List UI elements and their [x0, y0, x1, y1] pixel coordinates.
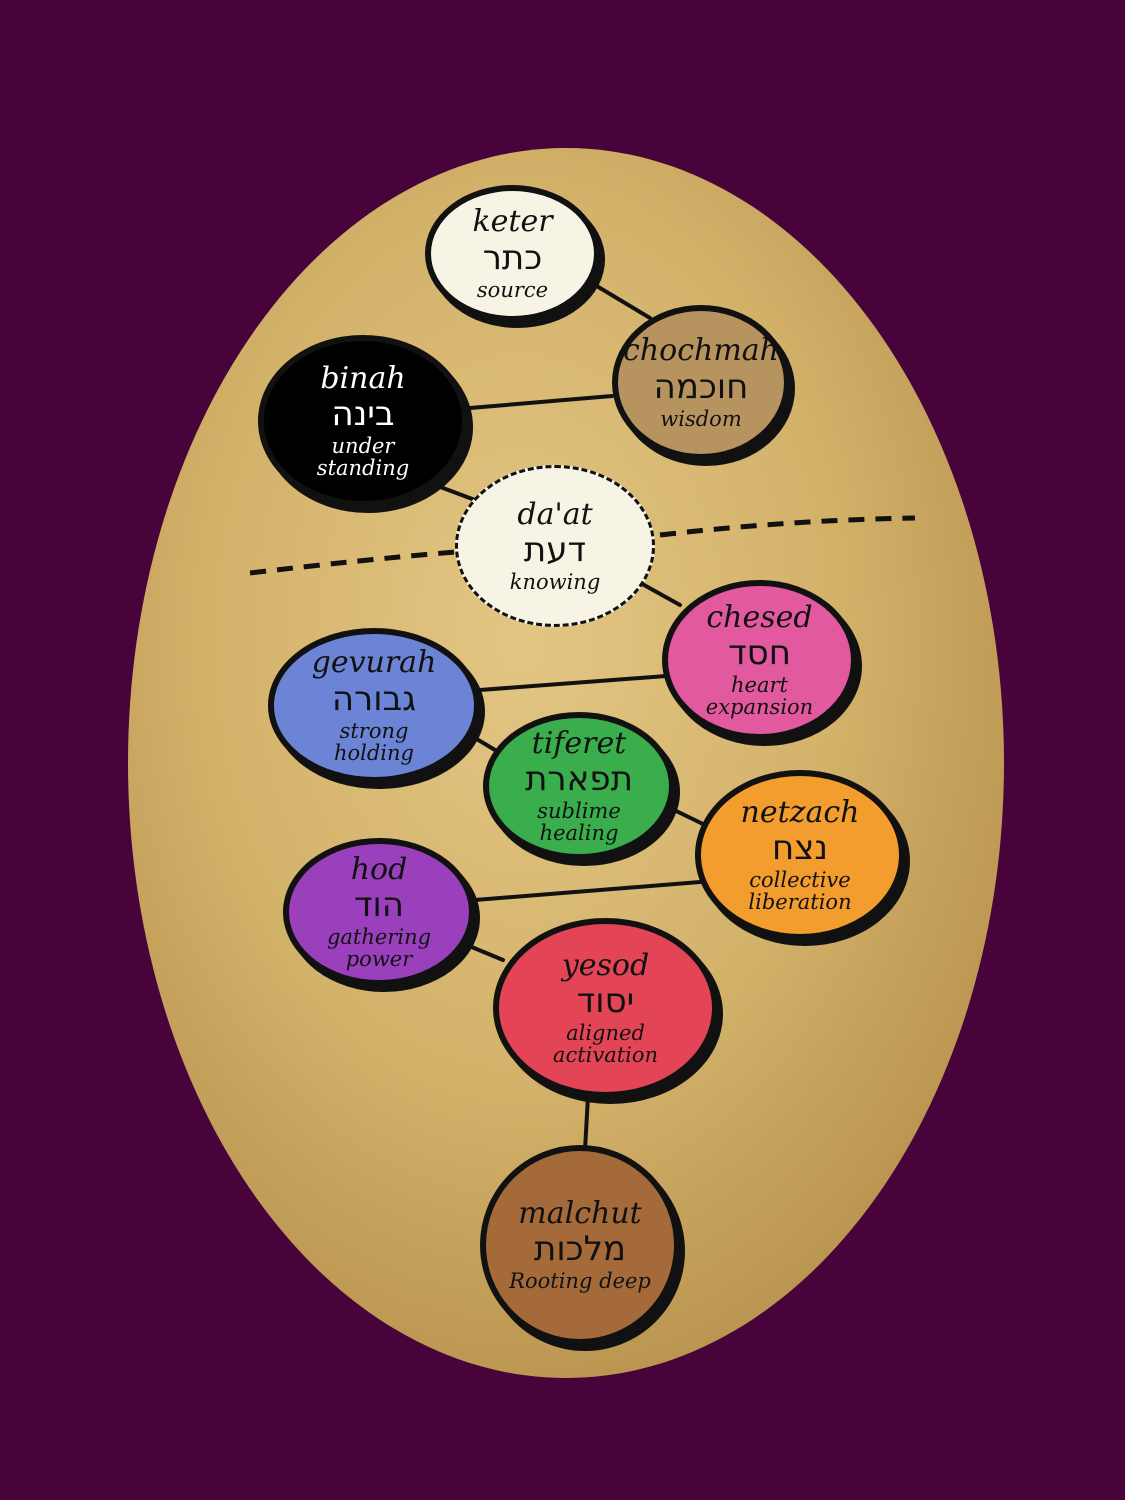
sefira-meaning: wisdom: [660, 406, 742, 431]
sefira-name: gevurah: [311, 645, 437, 681]
sefira-netzach: netzach נצח collective liberation: [695, 770, 905, 940]
sefira-meaning: Rooting deep: [509, 1269, 651, 1294]
sefira-name: binah: [320, 360, 406, 396]
sefira-hebrew: תפארת: [525, 759, 633, 800]
path-hod-yesod: [460, 941, 505, 962]
abyss-dashed-line: [249, 515, 916, 576]
path-yesod-malchut: [583, 1094, 590, 1152]
sefira-meaning: strong holding: [333, 718, 414, 765]
sefira-hebrew: יסוד: [576, 981, 635, 1022]
sefira-meaning: source: [476, 277, 549, 302]
sefira-name: malchut: [518, 1195, 642, 1231]
sefira-binah: binah בינה under standing: [258, 335, 468, 507]
sefira-name: chochmah: [623, 333, 779, 369]
sefira-hebrew: בינה: [331, 394, 395, 435]
path-gevurah-tiferet: [468, 733, 497, 752]
sefira-yesod: yesod יסוד aligned activation: [493, 918, 718, 1098]
sefira-meaning: gathering power: [326, 925, 432, 972]
sefira-name: netzach: [740, 794, 860, 830]
sefira-meaning: sublime healing: [537, 799, 621, 846]
sefira-meaning: aligned activation: [552, 1021, 659, 1068]
sefira-name: da'at: [517, 496, 593, 532]
sefira-name: hod: [350, 851, 408, 887]
sefira-hod: hod הוד gathering power: [283, 838, 475, 986]
sefira-tiferet: tiferet תפארת sublime healing: [483, 712, 675, 860]
sefira-hebrew: הוד: [353, 885, 405, 926]
sefira-meaning: collective liberation: [748, 868, 852, 915]
sefira-gevurah: gevurah גבורה strong holding: [268, 628, 480, 783]
path-binah-chochmah: [468, 394, 614, 410]
sefira-keter: keter כתר source: [425, 185, 600, 322]
path-binah-daat: [433, 483, 477, 502]
sefira-name: keter: [472, 204, 553, 240]
path-gevurah-chesed: [478, 674, 668, 692]
path-hod-netzach: [473, 880, 702, 902]
sefira-daat: da'at דעת knowing: [455, 465, 655, 627]
sefira-name: chesed: [706, 599, 813, 635]
sefira-hebrew: גבורה: [331, 678, 417, 719]
sefira-hebrew: מלכות: [533, 1229, 626, 1270]
sefira-hebrew: כתר: [482, 237, 543, 278]
sefira-hebrew: דעת: [523, 530, 587, 571]
sefira-hebrew: נצח: [772, 828, 828, 869]
sefira-hebrew: חסד: [728, 633, 791, 674]
sefira-meaning: under standing: [316, 434, 410, 481]
path-tiferet-netzach: [668, 806, 707, 827]
sefira-chochmah: chochmah חוכמה wisdom: [612, 305, 790, 460]
sefira-name: yesod: [561, 947, 650, 983]
path-keter-chochmah: [593, 283, 652, 320]
sefira-chesed: chesed חסד heart expansion: [662, 580, 857, 740]
sefira-meaning: heart expansion: [705, 673, 814, 720]
sefira-hebrew: חוכמה: [653, 366, 749, 407]
sefira-malchut: malchut מלכות Rooting deep: [480, 1145, 680, 1345]
sefira-name: tiferet: [531, 725, 627, 761]
sefira-meaning: knowing: [509, 570, 601, 595]
